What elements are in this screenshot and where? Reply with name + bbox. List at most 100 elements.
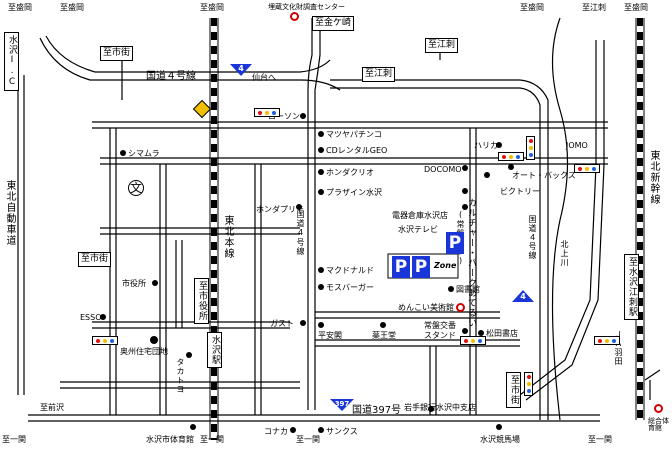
- dir-esashi-arrow: 至江刺: [425, 38, 459, 53]
- dir-ichinoseki-1: 至一関: [200, 435, 224, 444]
- autobacs-label: オート・バックス: [512, 171, 576, 180]
- dir-ichinoseki-right: 至一関: [588, 435, 612, 444]
- culture-park-label: カルチャー・パークあてるい: [466, 198, 476, 328]
- dir-ichinoseki-2: 至一関: [296, 435, 320, 444]
- dir-morioka-top-left: 至盛岡: [8, 3, 32, 12]
- shimamura-marker-icon: [120, 150, 126, 156]
- parking-icon-1: P: [446, 232, 464, 254]
- menkoi-marker-icon: [456, 303, 465, 312]
- honda-clio-label: ホンダクリオ: [326, 168, 374, 177]
- mos-marker-icon: [318, 284, 324, 290]
- shiyakusho-marker-icon: [152, 280, 158, 286]
- plazine-marker-icon: [318, 189, 324, 195]
- victory-marker-icon: [484, 172, 490, 178]
- traffic-signal-icon: [594, 336, 620, 345]
- sogo-label: 総合体育館: [648, 417, 669, 432]
- dir-shigai-right: 至市街: [506, 372, 521, 408]
- traffic-signal-icon: [498, 152, 524, 161]
- mcdonalds-marker-icon: [318, 267, 324, 273]
- heian-label: 平安閣: [318, 331, 342, 340]
- national4-mid-label: 国道4号線: [296, 210, 305, 256]
- matsuda-marker-icon: [478, 330, 484, 336]
- kitakami-river-label: 北上川: [560, 240, 569, 267]
- tohoku-expressway-label: 東北自動車道: [4, 180, 15, 246]
- traffic-signal-icon: [460, 336, 486, 345]
- harika-marker-icon: [496, 142, 502, 148]
- lawson-marker-icon: [300, 113, 306, 119]
- right-far-road-b: [525, 40, 605, 401]
- stand-label: スタンド: [424, 331, 456, 340]
- denkasouko-marker-icon: [462, 188, 468, 194]
- dir-kanegasaki: 至金ケ崎: [312, 16, 355, 31]
- shimamura-label: シマムラ: [128, 149, 160, 158]
- ic-ramp-b: [45, 35, 300, 73]
- library-label: 図書館: [456, 285, 480, 294]
- sogo-marker-icon: [654, 404, 663, 413]
- kitakami-river: [551, 17, 569, 421]
- ouju-marker-icon: [150, 336, 158, 344]
- taiikukan-marker-icon: [190, 424, 196, 430]
- school-icon: 文: [128, 180, 144, 196]
- mizusawa-station-box: 水沢駅: [207, 332, 222, 368]
- mos-label: モスバーガー: [326, 283, 374, 292]
- dir-esashi-top: 至江刺: [582, 3, 606, 12]
- konaka-label: コナカ: [264, 427, 288, 436]
- kanegasaki-road-a: [307, 18, 313, 140]
- mizusawa-tv-label: 水沢テレビ: [398, 225, 438, 234]
- national397-label: 国道397号: [352, 405, 402, 416]
- gust-label: ガスト: [270, 319, 294, 328]
- national4-top-road: [299, 59, 341, 91]
- dir-shigai-top: 至市街: [100, 46, 134, 61]
- iwate-bank-label: 岩手銀行水沢中支店: [404, 403, 476, 412]
- warning-sign-icon: [192, 99, 212, 119]
- autobacs-marker-icon: [508, 164, 514, 170]
- library-marker-icon: [448, 286, 454, 292]
- traffic-signal-icon: [526, 136, 535, 160]
- dir-shigai-left: 至市街: [78, 252, 112, 267]
- right-far-road-a: [519, 40, 597, 396]
- dir-maesawa: 至前沢: [40, 403, 64, 412]
- sunks-marker-icon: [318, 427, 324, 433]
- gust-marker-icon: [300, 320, 306, 326]
- heian-marker-icon: [318, 322, 324, 328]
- honda-clio-marker-icon: [318, 169, 324, 175]
- dir-morioka-right: 至盛岡: [520, 3, 544, 12]
- zone-logo: Zone: [434, 261, 457, 270]
- dir-morioka-far-right: 至盛岡: [624, 3, 648, 12]
- lawson-label: ローソン: [268, 112, 300, 121]
- dir-morioka-mid: 至盛岡: [200, 3, 224, 12]
- konaka-marker-icon: [290, 427, 296, 433]
- plazine-label: プラザイン水沢: [326, 188, 382, 197]
- matsuya-label: マツヤパチンコ: [326, 130, 382, 139]
- keibajo-label: 水沢競馬場: [480, 435, 520, 444]
- national4-top-label: 国道４号線: [146, 71, 196, 82]
- joban-stand-label: 常盤交番: [424, 321, 456, 330]
- shinkansen-label: 東北新幹線: [648, 150, 659, 205]
- parking-icon-2: P: [392, 256, 410, 278]
- matsuya-marker-icon: [318, 131, 324, 137]
- iwate-bank-marker-icon: [428, 406, 434, 412]
- dir-shiyakusho: 至市役所: [194, 278, 209, 324]
- matsuda-label: 松田書店: [486, 329, 518, 338]
- national4-right-label: 国道４号線: [528, 215, 537, 260]
- geo-label: CDレンタルGEO: [326, 146, 388, 155]
- maibun-label: 埋蔵文化財調査センター: [268, 3, 345, 11]
- keibajo-marker-icon: [496, 424, 502, 430]
- right-bottom-y: [644, 369, 661, 400]
- taiikukan-label: 水沢市体育館: [146, 435, 194, 444]
- curve-to-right-road-a: [519, 79, 549, 420]
- dir-esashi-road: 至江刺: [362, 67, 396, 82]
- tohoku-line-label: 東北本線: [222, 215, 233, 259]
- dir-ichinoseki-left: 至一関: [2, 435, 26, 444]
- victory-label: ビクトリー: [500, 187, 540, 196]
- sendai-label: 仙台へ: [252, 73, 276, 82]
- sunks-label: サンクス: [326, 427, 358, 436]
- route397-shield-icon: 397: [330, 399, 354, 411]
- takakyo-marker-icon: [186, 352, 192, 358]
- ouju-label: 奥州住宅団地: [120, 347, 168, 356]
- harika-label: ハリカ: [474, 141, 498, 150]
- joban-stand-marker-icon: [462, 328, 468, 334]
- culture-park-building: [387, 253, 459, 279]
